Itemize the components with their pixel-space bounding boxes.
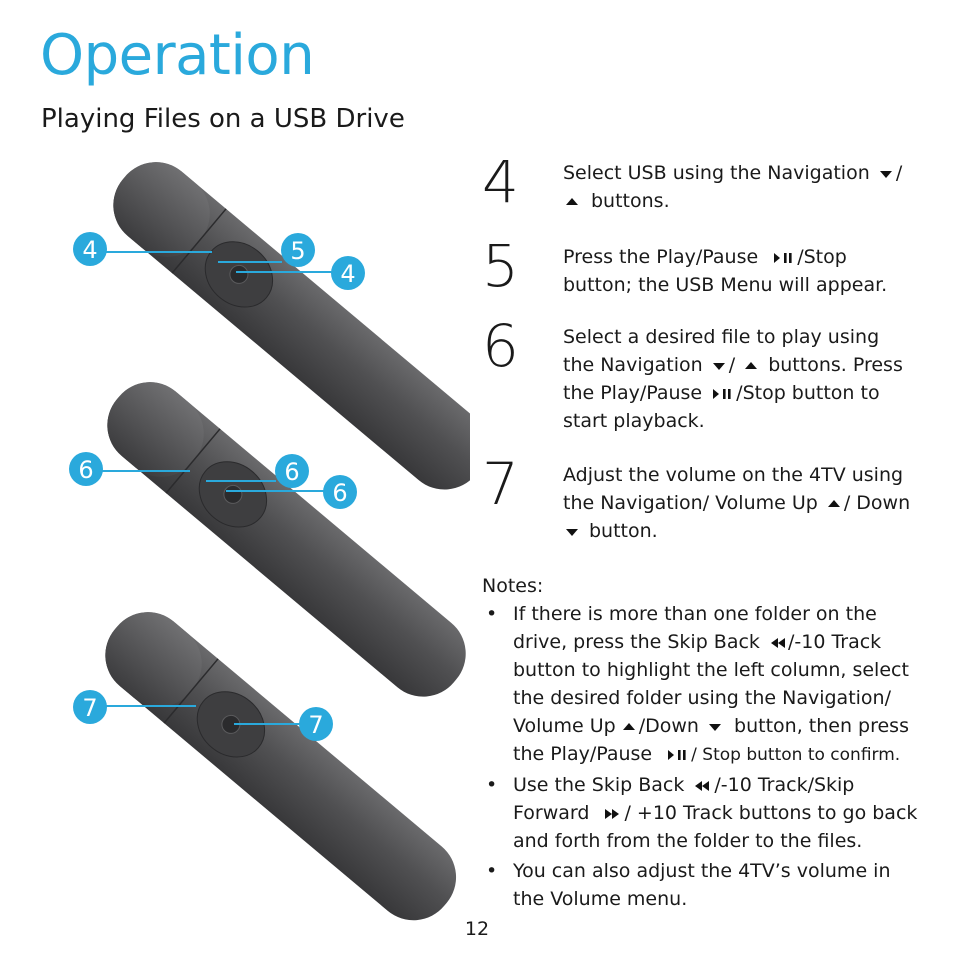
svg-text:4: 4	[82, 236, 97, 264]
triangle-up-icon	[744, 361, 758, 371]
svg-text:7: 7	[82, 694, 97, 722]
list-item: • You can also adjust the 4TV’s volume i…	[486, 860, 891, 910]
notes-heading: Notes:	[482, 575, 544, 597]
triangle-up-icon	[827, 499, 841, 509]
callout-a1: 4	[73, 232, 107, 266]
svg-text:6: 6	[78, 456, 93, 484]
section-subtitle: Playing Files on a USB Drive	[41, 104, 405, 134]
step-text: Select USB using the Navigation / button…	[563, 162, 903, 212]
list-item: • Use the Skip Back /-10 Track/Skip Forw…	[486, 774, 918, 852]
play-pause-icon	[772, 251, 794, 265]
play-pause-icon	[666, 748, 688, 762]
svg-text:5: 5	[290, 237, 305, 265]
triangle-down-icon	[565, 527, 579, 537]
step-number: 7	[482, 450, 519, 518]
remote-illustrations: 4 5 4 6 6 6 7 7	[69, 162, 470, 921]
callout-a3: 4	[331, 256, 365, 290]
triangle-down-icon	[708, 722, 722, 732]
remote-b	[107, 382, 466, 697]
page-title: Operation	[40, 23, 315, 88]
notes-list: • If there is more than one folder on th…	[482, 600, 922, 913]
remote-c	[105, 612, 457, 921]
page-number: 12	[464, 918, 490, 940]
callout-b3: 6	[323, 475, 357, 509]
skip-back-icon	[769, 636, 787, 650]
callout-c1: 7	[73, 690, 107, 724]
svg-text:7: 7	[308, 711, 323, 739]
step-text: Press the Play/Pause /Stop button; the U…	[563, 246, 888, 296]
step-number: 5	[482, 232, 519, 300]
step-text: Adjust the volume on the 4TV using the N…	[563, 464, 911, 542]
skip-forward-icon	[603, 807, 621, 821]
svg-text:6: 6	[284, 458, 299, 486]
step-number: 6	[482, 312, 519, 380]
callout-c2: 7	[299, 707, 333, 741]
svg-text:4: 4	[340, 260, 355, 288]
play-pause-icon	[711, 387, 733, 401]
triangle-up-icon	[565, 197, 579, 207]
skip-back-icon	[693, 779, 711, 793]
step-number: 4	[482, 148, 519, 216]
notes-section: Notes: • If there is more than one folde…	[482, 572, 922, 915]
svg-text:6: 6	[332, 479, 347, 507]
triangle-up-icon	[622, 722, 636, 732]
list-item: • If there is more than one folder on th…	[486, 603, 909, 765]
triangle-down-icon	[712, 361, 726, 371]
remote-a	[113, 162, 470, 490]
callout-a2: 5	[281, 233, 315, 267]
callout-b2: 6	[275, 454, 309, 488]
step-text: Select a desired file to play using the …	[563, 326, 903, 432]
callout-b1: 6	[69, 452, 103, 486]
triangle-down-icon	[879, 169, 893, 179]
